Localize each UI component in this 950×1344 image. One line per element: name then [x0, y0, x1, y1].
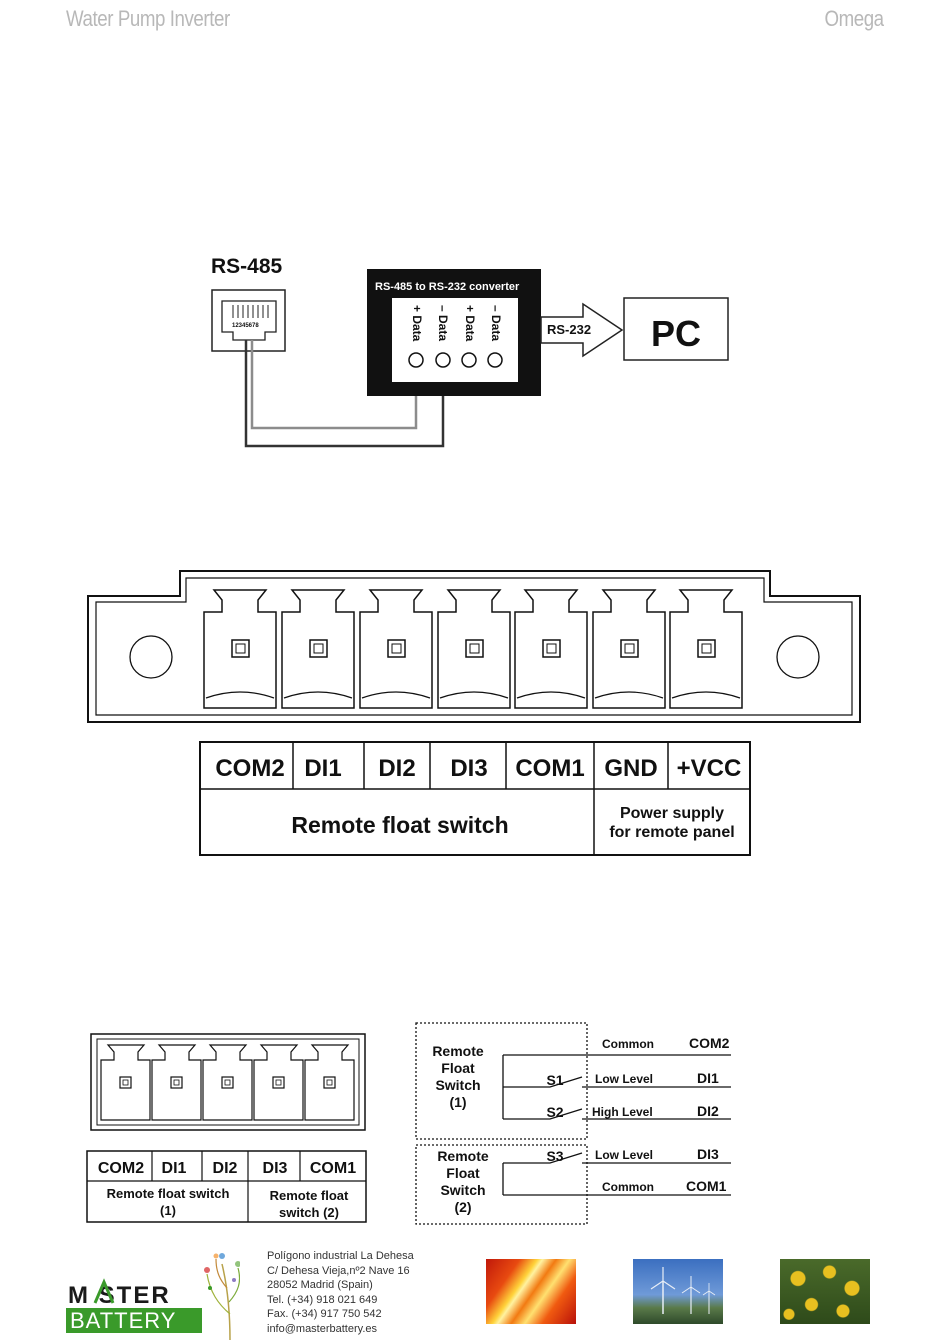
rj45-pin-numbers: 12345678	[232, 323, 259, 329]
wire-desc-3: High Level	[592, 1105, 653, 1119]
rs232-arrow-icon	[540, 302, 624, 358]
terminal-label-com2: COM2	[215, 755, 284, 782]
wire-terminal-5: COM1	[686, 1178, 727, 1194]
header-title: Water Pump Inverter	[66, 6, 230, 31]
solar-light-photo	[486, 1259, 576, 1324]
rj45-port: 12345678	[211, 289, 286, 352]
converter-terminal-1: + Data	[410, 305, 424, 342]
logo-battery: BATTERY	[70, 1308, 176, 1333]
address-email: info@masterbattery.es	[267, 1322, 378, 1335]
small-group2-line2: switch (2)	[279, 1205, 339, 1220]
master-battery-logo: M STER BATTERY	[66, 1253, 240, 1341]
switch2-label-2: Float	[446, 1165, 480, 1181]
converter-terminal-2: – Data	[436, 305, 450, 341]
switch-s1-label: S1	[546, 1072, 563, 1088]
sunflowers-photo	[780, 1259, 870, 1324]
wire-terminal-3: DI2	[697, 1103, 719, 1119]
rs485-port-label: RS-485	[211, 255, 283, 278]
address-line: Polígono industrial La Dehesa	[267, 1250, 414, 1262]
header-model: Omega	[824, 6, 885, 31]
pc-label: PC	[651, 313, 701, 354]
wind-turbines-photo	[633, 1259, 723, 1324]
terminal-label-table: COM2 DI1 DI2 DI3 COM1 GND +VCC Remote fl…	[199, 741, 751, 856]
terminal-label-di3: DI3	[450, 755, 487, 782]
wire-terminal-4: DI3	[697, 1146, 719, 1162]
converter-terminal-4: – Data	[489, 305, 503, 341]
address-line: 28052 Madrid (Spain)	[267, 1279, 373, 1291]
switch1-label-2: Float	[441, 1060, 475, 1076]
switch2-label-4: (2)	[454, 1199, 471, 1215]
wire-terminal-1: COM2	[689, 1035, 730, 1051]
terminal-connector-small: COM2 DI1 DI2 DI3 COM1 Remote float switc…	[86, 1033, 367, 1223]
group-power-supply-line1: Power supply	[620, 805, 724, 822]
terminal-slot	[203, 589, 277, 709]
small-label-di1: DI1	[162, 1160, 187, 1177]
terminal-connector-large	[87, 570, 861, 723]
rs485-rs232-converter: RS-485 to RS-232 converter + Data – Data…	[367, 269, 541, 396]
terminal-slot	[592, 589, 666, 709]
switch1-label-1: Remote	[432, 1043, 484, 1059]
terminal-label-com1: COM1	[515, 755, 584, 782]
converter-title: RS-485 to RS-232 converter	[375, 281, 520, 293]
small-label-com1: COM1	[310, 1160, 356, 1177]
terminal-label-di2: DI2	[378, 755, 415, 782]
converter-terminal-3: + Data	[463, 305, 477, 342]
switch1-label-3: Switch	[435, 1077, 480, 1093]
wire-desc-2: Low Level	[595, 1072, 653, 1086]
wire-desc-1: Common	[602, 1037, 654, 1051]
switch2-label-1: Remote	[437, 1148, 489, 1164]
switch2-label-3: Switch	[440, 1182, 485, 1198]
wire-terminal-2: DI1	[697, 1070, 719, 1086]
switch-s2-label: S2	[546, 1104, 563, 1120]
small-label-com2: COM2	[98, 1160, 144, 1177]
small-group1-line1: Remote float switch	[107, 1186, 230, 1201]
small-group1-line2: (1)	[160, 1203, 176, 1218]
terminal-slot	[514, 589, 588, 709]
switch1-label-4: (1)	[449, 1094, 466, 1110]
terminal-label-gnd: GND	[604, 755, 657, 782]
wire-desc-5: Common	[602, 1180, 654, 1194]
mounting-hole-right	[776, 635, 820, 679]
terminal-slot	[359, 589, 433, 709]
terminal-label-vcc: +VCC	[677, 755, 742, 782]
small-group2-line1: Remote float	[270, 1188, 349, 1203]
small-label-di2: DI2	[213, 1160, 238, 1177]
group-remote-float-switch: Remote float switch	[291, 812, 508, 838]
switch-s3-label: S3	[546, 1148, 563, 1164]
logo-tree-icon	[204, 1253, 240, 1341]
mounting-hole-left	[129, 635, 173, 679]
terminal-label-di1: DI1	[304, 755, 341, 782]
group-power-supply-line2: for remote panel	[609, 824, 734, 841]
switch1-box	[415, 1022, 588, 1140]
logo-a-icon	[93, 1278, 115, 1304]
rs485-diagram: RS-485 12345678 RS-485 to RS-232 convert…	[211, 255, 729, 448]
small-label-di3: DI3	[263, 1160, 288, 1177]
terminal-slot	[669, 589, 743, 709]
address-phone: Tel. (+34) 918 021 649	[267, 1293, 378, 1306]
switch2-box	[415, 1144, 588, 1225]
logo-master: M STER	[68, 1282, 171, 1309]
terminal-slot	[281, 589, 355, 709]
wind-turbine-icon	[650, 1267, 716, 1314]
address-line: C/ Dehesa Vieja,nº2 Nave 16	[267, 1264, 410, 1277]
address-fax: Fax. (+34) 917 750 542	[267, 1308, 382, 1320]
wire-data-minus	[244, 340, 445, 448]
terminal-slot	[437, 589, 511, 709]
company-address: Polígono industrial La Dehesa C/ Dehesa …	[267, 1249, 414, 1336]
wire-desc-4: Low Level	[595, 1148, 653, 1162]
pc-box	[623, 297, 729, 361]
rs232-link-label: RS-232	[547, 322, 591, 337]
float-switch-wiring: Remote Float Switch (1) Remote Float Swi…	[415, 1022, 731, 1225]
